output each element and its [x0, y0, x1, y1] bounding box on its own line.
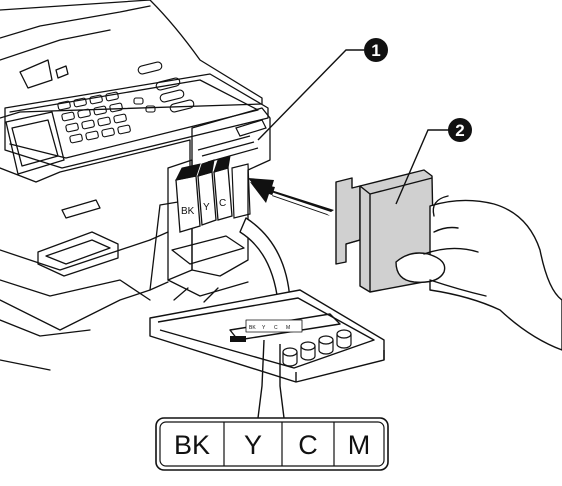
callout-2-number: 2 [455, 121, 464, 140]
insert-direction-arrow [248, 178, 334, 216]
printer-top-surface [0, 5, 151, 39]
hand-illustration [395, 195, 562, 351]
ink-cover-tray: BK Y C M [149, 217, 385, 383]
installed-cartridges: BK Y C [175, 119, 267, 233]
lcd-screen [5, 111, 65, 175]
control-panel [4, 73, 269, 169]
callout-1-badge [364, 38, 388, 62]
cartridge-c-label: C [219, 198, 226, 209]
cartridge-y-installed: Y [197, 159, 217, 226]
cartridge-bk-installed: BK [175, 163, 201, 233]
callout-2: 2 [395, 118, 472, 205]
tray-label-bk: BK [249, 325, 256, 331]
legend-leader-lines [257, 339, 285, 419]
output-tray [37, 231, 119, 277]
tray-pegs [282, 329, 352, 367]
callout-1: 1 [257, 38, 388, 141]
color-legend-box: BK Y C M [155, 417, 389, 471]
keypad [57, 91, 156, 144]
printer-illustration [0, 0, 271, 371]
cartridge-bk-label: BK [181, 206, 195, 217]
panel-oval-buttons [137, 61, 195, 113]
legend-y: Y [244, 430, 262, 460]
empty-slot-m [231, 163, 251, 219]
cartridge-y-label: Y [203, 202, 210, 213]
tray-label-m: M [286, 325, 290, 331]
tray-label-y: Y [262, 325, 266, 331]
cartridge-c-installed: C [213, 155, 233, 221]
tray-printed-labels: BK Y C M [230, 319, 303, 342]
printer-lid [0, 0, 263, 119]
callout-2-badge [448, 118, 472, 142]
callout-1-number: 1 [371, 41, 380, 60]
legend-m: M [348, 430, 371, 460]
legend-c: C [298, 430, 318, 460]
legend-bk: BK [174, 430, 210, 460]
tray-label-c: C [274, 325, 278, 331]
